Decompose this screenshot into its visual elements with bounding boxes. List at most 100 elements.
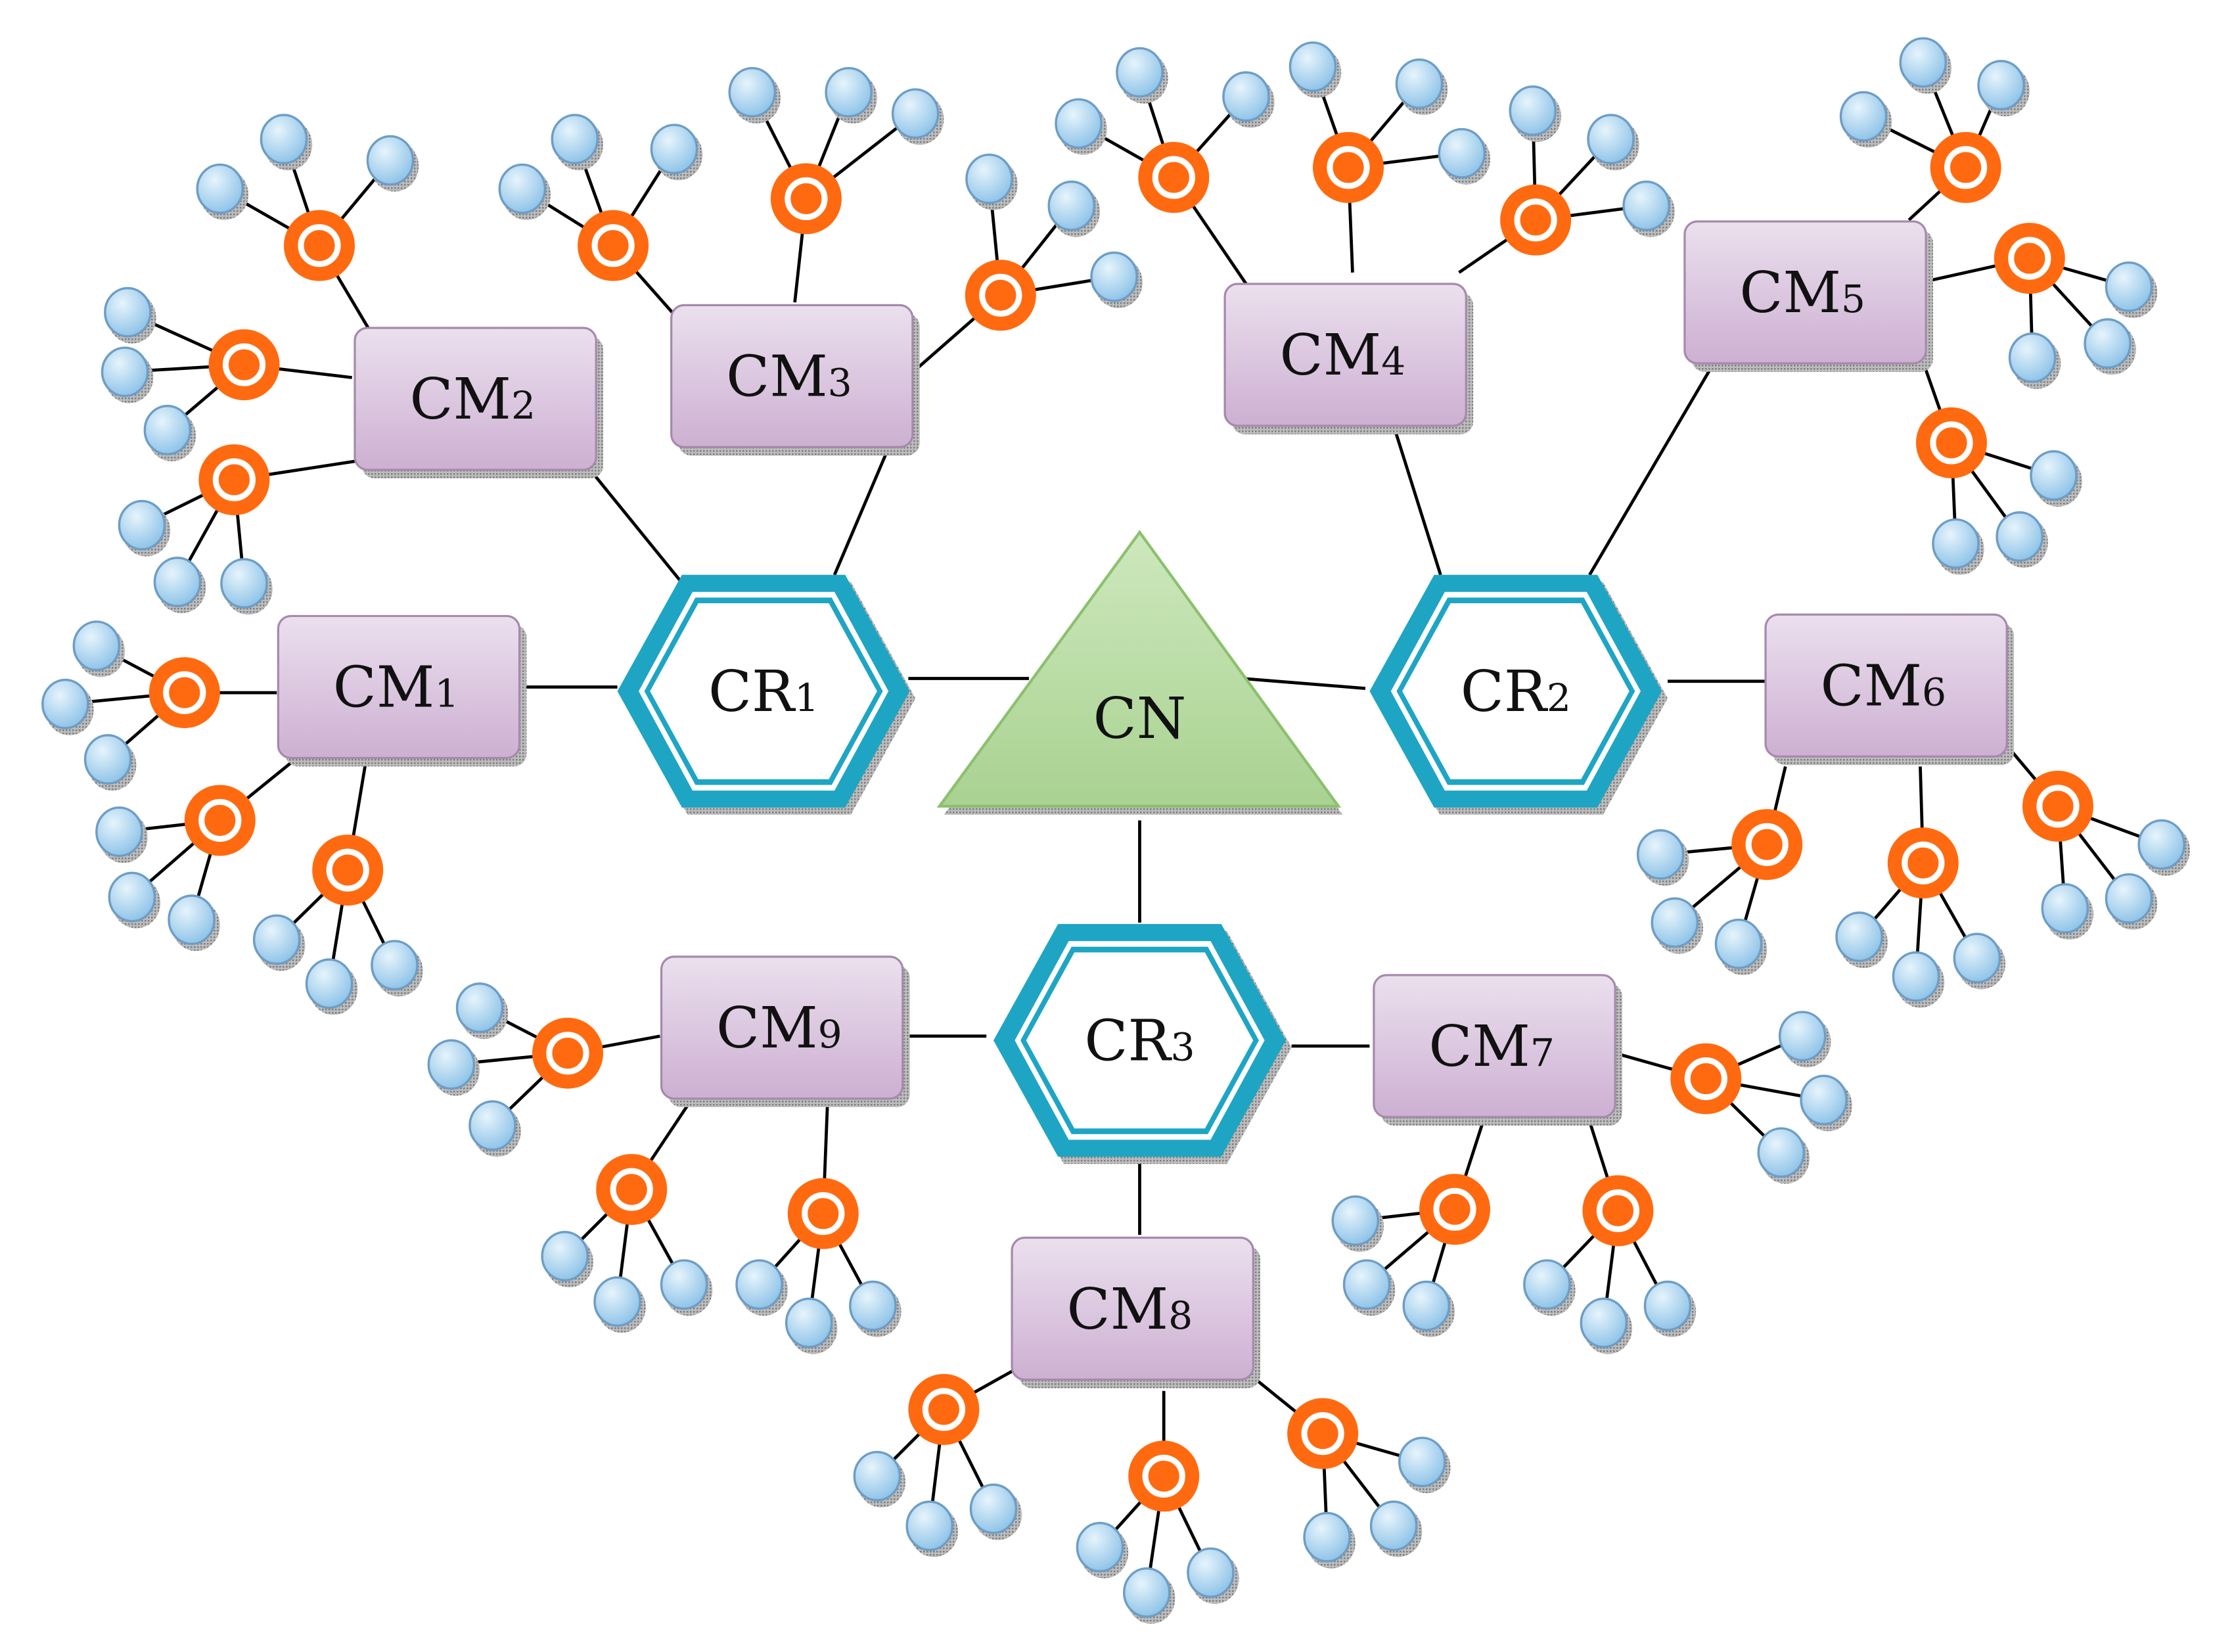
cm5-shape xyxy=(1683,220,1927,365)
leaf-node xyxy=(2030,450,2078,501)
hub-node xyxy=(596,1154,668,1226)
hub-node xyxy=(787,1178,859,1249)
hub-node-ring xyxy=(326,848,369,892)
leaf-node xyxy=(1932,518,1980,569)
hub-node-ring xyxy=(1944,146,1988,189)
leaf-node xyxy=(1222,71,1270,122)
leaf-node xyxy=(260,114,308,165)
hub-node-ring xyxy=(785,177,828,221)
leaf-node xyxy=(1587,114,1635,165)
hub-node xyxy=(184,785,256,856)
leaf-node xyxy=(1402,1280,1451,1331)
hub-node xyxy=(1419,1174,1490,1245)
leaf-node xyxy=(1395,58,1444,109)
hub-node xyxy=(198,444,270,516)
cm3-label: CM3 xyxy=(726,344,852,410)
leaf-node xyxy=(1116,47,1164,98)
cm1-label: CM1 xyxy=(333,655,459,721)
hub-node xyxy=(1500,184,1572,256)
cm8-label: CM8 xyxy=(1067,1277,1193,1342)
leaf-node xyxy=(1122,1567,1171,1618)
hub-node-ring xyxy=(212,458,256,501)
cm6-box: CM6 xyxy=(1764,613,2015,766)
leaf-node xyxy=(1892,951,1940,1002)
leaf-node xyxy=(153,557,202,608)
leaf-node xyxy=(1076,1521,1124,1572)
leaf-node xyxy=(498,163,547,214)
leaf-node xyxy=(969,1483,1018,1534)
hub-node-ring xyxy=(1152,156,1195,199)
hub-node-ring xyxy=(1902,841,1945,884)
hub-node-ring xyxy=(1745,823,1789,866)
leaf-node xyxy=(853,1450,901,1502)
hub-node-ring xyxy=(979,273,1022,317)
cr2-label: CR2 xyxy=(1461,659,1571,725)
leaf-node xyxy=(196,163,244,214)
hub-node-ring xyxy=(1684,1057,1727,1101)
hub-node-ring xyxy=(1142,1454,1185,1498)
hub-node xyxy=(1128,1440,1200,1512)
leaf-node xyxy=(1643,1280,1692,1331)
hub-node xyxy=(148,657,220,729)
hub-node-ring xyxy=(1433,1187,1476,1231)
leaf-node xyxy=(2105,261,2153,312)
cn-shape xyxy=(936,530,1342,808)
cr2-hexagon: CR2 xyxy=(1369,574,1668,815)
hub-node xyxy=(1582,1175,1654,1247)
cm9-box: CM9 xyxy=(660,955,910,1107)
leaf-node xyxy=(2008,332,2057,383)
hub-node xyxy=(965,260,1036,331)
leaf-node xyxy=(1523,1259,1571,1310)
leaf-layer xyxy=(41,37,2190,1624)
hub-node-ring xyxy=(546,1032,589,1075)
hub-node xyxy=(1731,809,1803,881)
hub-node-ring xyxy=(1930,421,1973,465)
leaf-node xyxy=(1398,1436,1446,1488)
leaf-node xyxy=(1580,1297,1628,1348)
hub-node xyxy=(1916,407,1987,478)
hub-node-ring xyxy=(198,798,242,842)
leaf-node xyxy=(1651,897,1699,948)
cm2-shape xyxy=(354,327,597,471)
hub-node-ring xyxy=(2036,785,2080,828)
cn-triangle: CN xyxy=(936,530,1343,815)
leaf-node xyxy=(2137,819,2185,870)
hub-node-ring xyxy=(922,1388,966,1431)
cm6-label: CM6 xyxy=(1820,654,1946,720)
leaf-node xyxy=(1187,1547,1235,1598)
hub-node-ring xyxy=(591,224,635,267)
leaf-node xyxy=(1778,1011,1827,1062)
edge-cr2-cm5 xyxy=(1588,361,1716,576)
leaf-node xyxy=(1438,127,1486,179)
hub-node-ring xyxy=(163,671,206,714)
leaf-node xyxy=(252,914,301,965)
leaf-node xyxy=(1953,932,2001,984)
cm8-box: CM8 xyxy=(1011,1236,1261,1388)
hub-node xyxy=(770,163,842,235)
cm8-shape xyxy=(1011,1236,1254,1381)
cm4-label: CM4 xyxy=(1280,323,1406,388)
leaf-node xyxy=(905,1500,954,1551)
leaf-node xyxy=(455,982,504,1034)
hub-node xyxy=(532,1017,603,1089)
hub-node-ring xyxy=(1596,1189,1640,1233)
cm6-shape xyxy=(1764,613,2008,758)
leaf-node xyxy=(735,1259,783,1310)
cm3-box: CM3 xyxy=(670,304,920,456)
leaf-node xyxy=(118,499,166,551)
hub-node xyxy=(1887,827,1959,899)
leaf-node xyxy=(1636,829,1685,880)
leaf-node xyxy=(1331,1195,1380,1247)
hub-node-ring xyxy=(222,343,266,386)
leaf-node xyxy=(104,287,152,338)
leaf-node xyxy=(1757,1127,1806,1178)
hub-node xyxy=(1994,223,2065,294)
leaf-node xyxy=(1342,1259,1391,1310)
cm7-label: CM7 xyxy=(1428,1014,1555,1080)
leaf-node xyxy=(785,1297,833,1348)
hub-node-ring xyxy=(2008,237,2051,280)
leaf-node xyxy=(1996,511,2043,562)
cm9-label: CM9 xyxy=(716,996,842,1061)
